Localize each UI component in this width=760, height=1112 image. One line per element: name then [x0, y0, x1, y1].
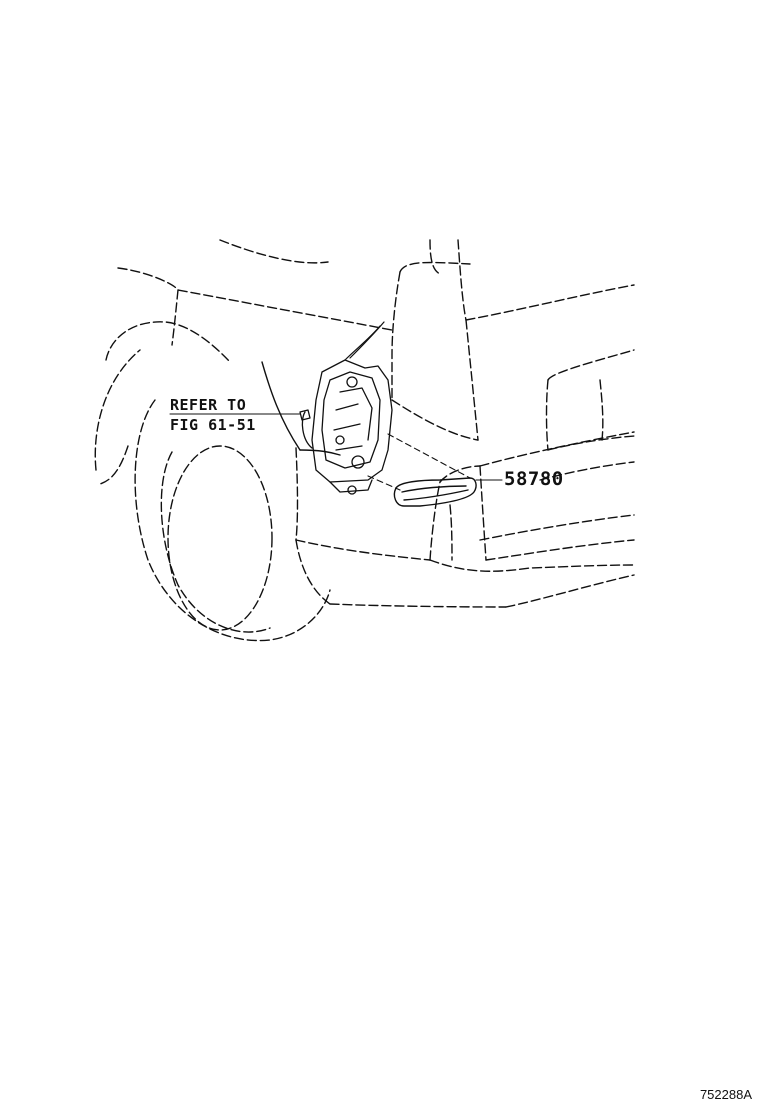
panel-edges [261, 361, 341, 456]
refer-to-label: REFER TO [170, 396, 247, 414]
figure-reference-label: FIG 61-51 [170, 416, 256, 434]
cable-rod [344, 321, 385, 361]
rear-wheel [134, 399, 331, 642]
lock-bracket-assembly [299, 359, 393, 495]
strap-part-58780 [393, 477, 477, 507]
callout-leaders [169, 413, 503, 481]
part-number-label: 58780 [504, 468, 564, 490]
leader-lines [367, 433, 471, 491]
illustration-id: 752288A [699, 1087, 752, 1102]
